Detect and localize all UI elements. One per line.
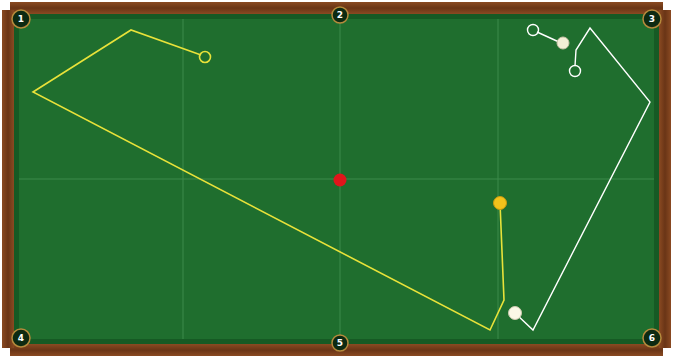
pocket-number: 6	[649, 333, 655, 343]
white-path	[515, 28, 650, 330]
pocket-number: 2	[337, 10, 343, 20]
red-ball	[334, 174, 347, 187]
ghost-ball	[570, 66, 581, 77]
pockets	[12, 7, 661, 351]
cue-ball	[509, 307, 522, 320]
pocket-number: 4	[18, 333, 24, 343]
yellow-path	[33, 30, 504, 330]
pocket-number: 3	[649, 14, 655, 24]
cushion	[14, 14, 659, 344]
wood-rail	[2, 10, 14, 348]
guide-lines	[19, 19, 654, 339]
yellow-ball	[494, 197, 507, 210]
yellow-ghost-ball	[200, 52, 211, 63]
pocket-number: 5	[337, 338, 343, 348]
cream-ball	[557, 37, 569, 49]
ghost-ball	[528, 25, 539, 36]
object-path	[537, 32, 559, 42]
pocket-number: 1	[18, 14, 24, 24]
cloth	[19, 19, 654, 339]
wood-rail	[659, 10, 671, 348]
